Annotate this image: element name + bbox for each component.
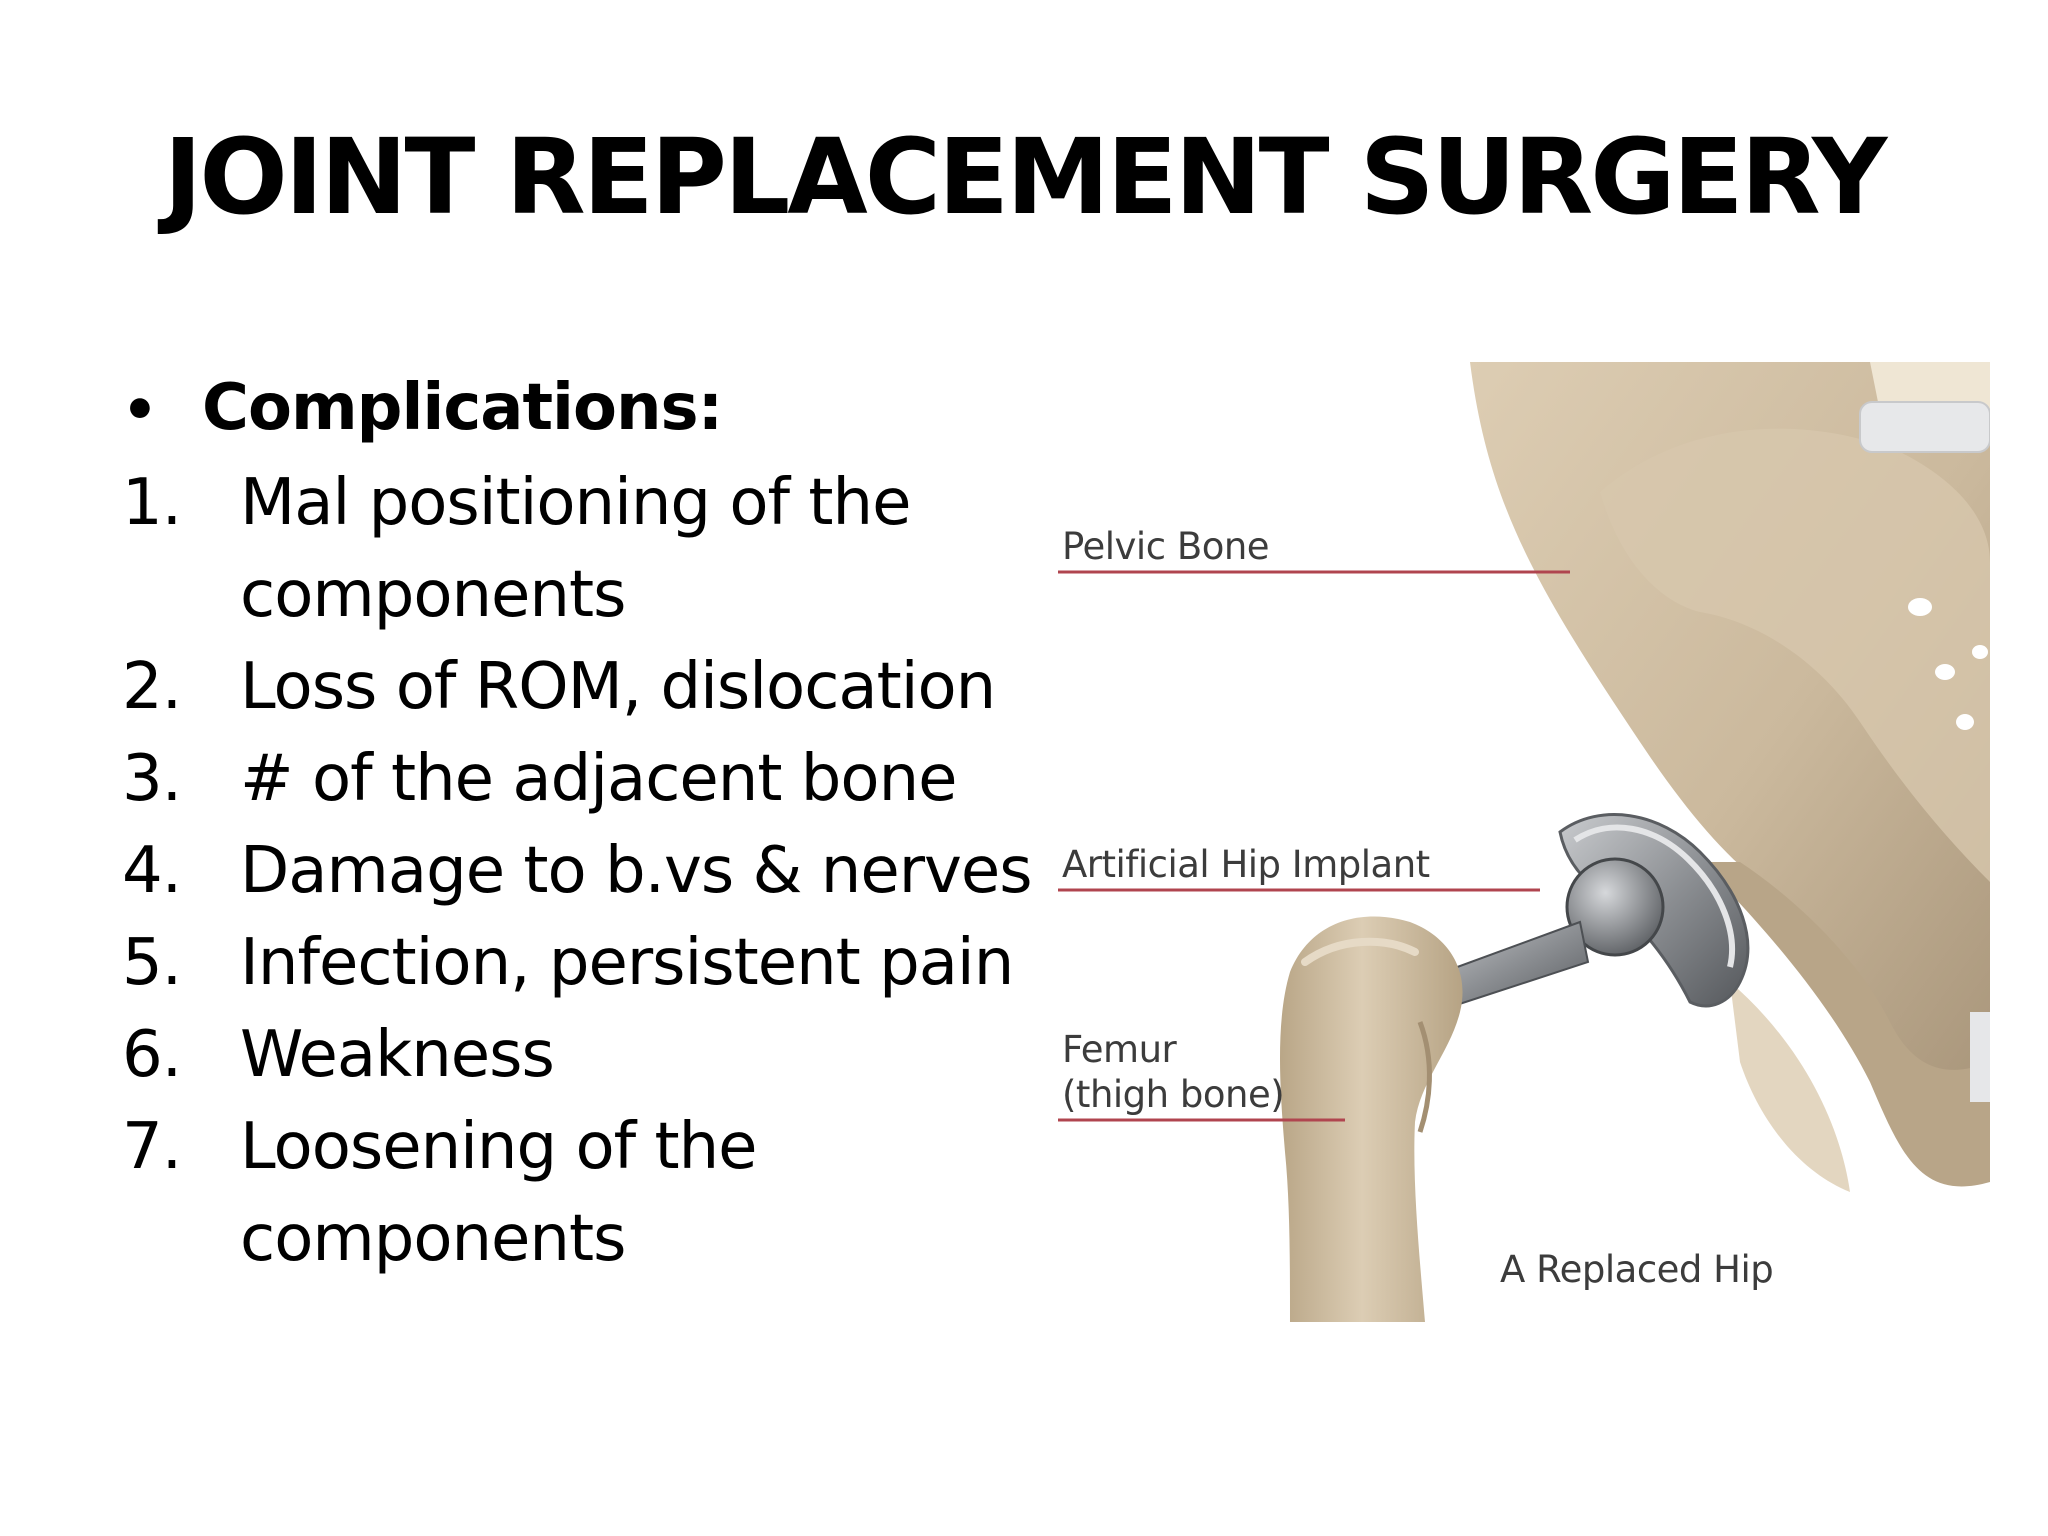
list-item: 2. Loss of ROM, dislocation xyxy=(122,641,1032,733)
hip-replacement-illustration: Pelvic Bone Artificial Hip Implant Femur… xyxy=(1040,362,1990,1322)
list-item: 5. Infection, persistent pain xyxy=(122,917,1032,1009)
item-text: Infection, persistent pain xyxy=(240,926,1014,1000)
item-number: 2. xyxy=(122,650,182,724)
item-text: Loosening of the components xyxy=(240,1101,1032,1285)
implant-label: Artificial Hip Implant xyxy=(1062,843,1430,886)
list-item: 6. Weakness xyxy=(122,1009,1032,1101)
item-text: Damage to b.vs & nerves xyxy=(240,834,1033,908)
slide-title: JOINT REPLACEMENT SURGERY xyxy=(163,116,1888,238)
list-item: 7. Loosening of the components xyxy=(122,1101,1032,1285)
bullet-icon: • xyxy=(122,378,158,443)
femur-sublabel: (thigh bone) xyxy=(1062,1073,1284,1116)
hip-illustration-svg: Pelvic Bone Artificial Hip Implant Femur… xyxy=(1058,362,1990,1322)
pelvic-bone-shape xyxy=(1470,362,1990,1192)
item-number: 6. xyxy=(122,1018,182,1092)
item-number: 3. xyxy=(122,742,182,816)
complications-heading: • Complications: xyxy=(122,362,1032,457)
list-item: 4. Damage to b.vs & nerves xyxy=(122,825,1033,917)
item-line: Mal positioning of the xyxy=(240,466,911,540)
content-area: • Complications: 1. Mal positioning of t… xyxy=(122,362,1033,1285)
item-number: 7. xyxy=(122,1110,182,1184)
femur-label: Femur xyxy=(1062,1028,1178,1071)
item-text: Loss of ROM, dislocation xyxy=(240,650,996,724)
complications-list: 1. Mal positioning of the components 2. L… xyxy=(122,457,1033,1285)
item-number: 1. xyxy=(122,466,182,540)
complications-label: Complications: xyxy=(202,371,723,445)
item-text: Weakness xyxy=(240,1018,555,1092)
item-line: components xyxy=(240,558,626,632)
item-line: components xyxy=(240,1202,626,1276)
list-item: 1. Mal positioning of the components xyxy=(122,457,1032,641)
item-number: 4. xyxy=(122,834,182,908)
figure-caption: A Replaced Hip xyxy=(1500,1248,1773,1291)
list-item: 3. # of the adjacent bone xyxy=(122,733,1032,825)
item-text: Mal positioning of the components xyxy=(240,457,1032,641)
item-number: 5. xyxy=(122,926,182,1000)
item-line: Loosening of the xyxy=(240,1110,757,1184)
pelvic-bone-label: Pelvic Bone xyxy=(1062,525,1269,568)
femur-shape xyxy=(1280,916,1463,1322)
artificial-hip-implant-shape xyxy=(1423,813,1750,1014)
item-text: # of the adjacent bone xyxy=(240,742,958,816)
